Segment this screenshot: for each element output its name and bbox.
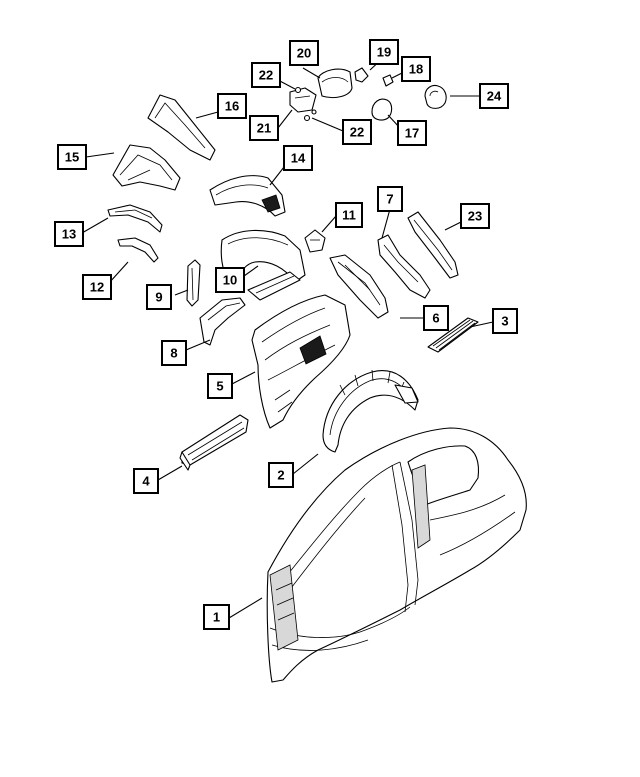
callout-9: 9 <box>146 284 172 310</box>
callout-22-upper-label: 22 <box>259 68 273 83</box>
callout-6: 6 <box>423 305 449 331</box>
callout-7: 7 <box>377 186 403 212</box>
callout-12: 12 <box>82 274 112 300</box>
callout-17-label: 17 <box>405 126 419 141</box>
part-20-fuel-filler-housing <box>317 68 353 99</box>
callout-2: 2 <box>268 462 294 488</box>
callout-2-label: 2 <box>277 468 284 483</box>
callout-14: 14 <box>283 145 313 171</box>
callout-8-label: 8 <box>170 346 177 361</box>
callout-10-label: 10 <box>223 273 237 288</box>
callout-5: 5 <box>207 373 233 399</box>
callout-16: 16 <box>217 93 247 119</box>
part-21-filler-bracket <box>289 87 317 113</box>
callout-17: 17 <box>397 120 427 146</box>
callout-13-label: 13 <box>62 227 76 242</box>
callout-1: 1 <box>203 604 230 630</box>
part-7-d-pillar-inner <box>377 234 431 299</box>
callout-21: 21 <box>249 115 279 141</box>
callout-22-lower: 22 <box>342 119 372 145</box>
callout-22-lower-label: 22 <box>350 125 364 140</box>
part-4-rocker-reinforcement <box>179 414 249 471</box>
part-3-vent-grille <box>427 317 479 353</box>
part-24-fuel-filler-ring <box>424 84 447 109</box>
part-2-wheelhouse-outer <box>322 369 419 453</box>
part-23-d-pillar-reinforcement <box>407 211 459 279</box>
part-22-screws <box>294 86 317 122</box>
callout-10: 10 <box>215 267 245 293</box>
callout-3: 3 <box>492 308 518 334</box>
part-16-upper-rear-panel <box>147 94 216 161</box>
callout-4-label: 4 <box>142 474 150 489</box>
callout-14-label: 14 <box>291 151 306 166</box>
part-13-extension-bracket <box>107 204 163 233</box>
leader-lines <box>81 57 494 619</box>
callout-18: 18 <box>401 56 431 82</box>
callout-11: 11 <box>335 202 363 228</box>
part-9-pillar-reinforcement <box>186 259 201 307</box>
callout-16-label: 16 <box>225 99 239 114</box>
part-8-pillar-bracket <box>199 297 246 346</box>
part-15-rear-panel-assembly <box>112 144 181 191</box>
callout-9-label: 9 <box>155 290 162 305</box>
part-5-quarter-inner-panel <box>251 294 351 429</box>
callout-23: 23 <box>460 203 490 229</box>
part-17-fuel-door <box>371 98 393 121</box>
part-11-small-bracket <box>304 229 326 253</box>
callout-12-label: 12 <box>90 280 104 295</box>
callout-19: 19 <box>369 39 399 65</box>
callout-20: 20 <box>289 40 319 66</box>
callout-18-label: 18 <box>409 62 423 77</box>
callout-19-label: 19 <box>377 45 391 60</box>
callout-21-label: 21 <box>257 121 271 136</box>
callout-15: 15 <box>57 144 87 170</box>
part-1-body-side-aperture <box>266 427 527 683</box>
callout-6-label: 6 <box>432 311 439 326</box>
callout-1-label: 1 <box>213 610 220 625</box>
callout-20-label: 20 <box>297 46 311 61</box>
callout-15-label: 15 <box>65 150 79 165</box>
callout-7-label: 7 <box>386 192 393 207</box>
callout-13: 13 <box>54 221 84 247</box>
callout-22-upper: 22 <box>251 62 281 88</box>
callout-8: 8 <box>161 340 187 366</box>
part-12-gusset <box>117 237 159 263</box>
callout-23-label: 23 <box>468 209 482 224</box>
callout-11-label: 11 <box>342 208 356 223</box>
part-14-wheelhouse-extension <box>209 175 286 217</box>
part-19-hinge <box>354 67 369 83</box>
callout-3-label: 3 <box>501 314 508 329</box>
part-6-inner-rail <box>329 254 389 319</box>
callout-24: 24 <box>479 83 509 109</box>
callout-4: 4 <box>133 468 159 494</box>
callout-24-label: 24 <box>487 89 502 104</box>
callout-5-label: 5 <box>216 379 223 394</box>
part-18-clip <box>382 74 394 87</box>
